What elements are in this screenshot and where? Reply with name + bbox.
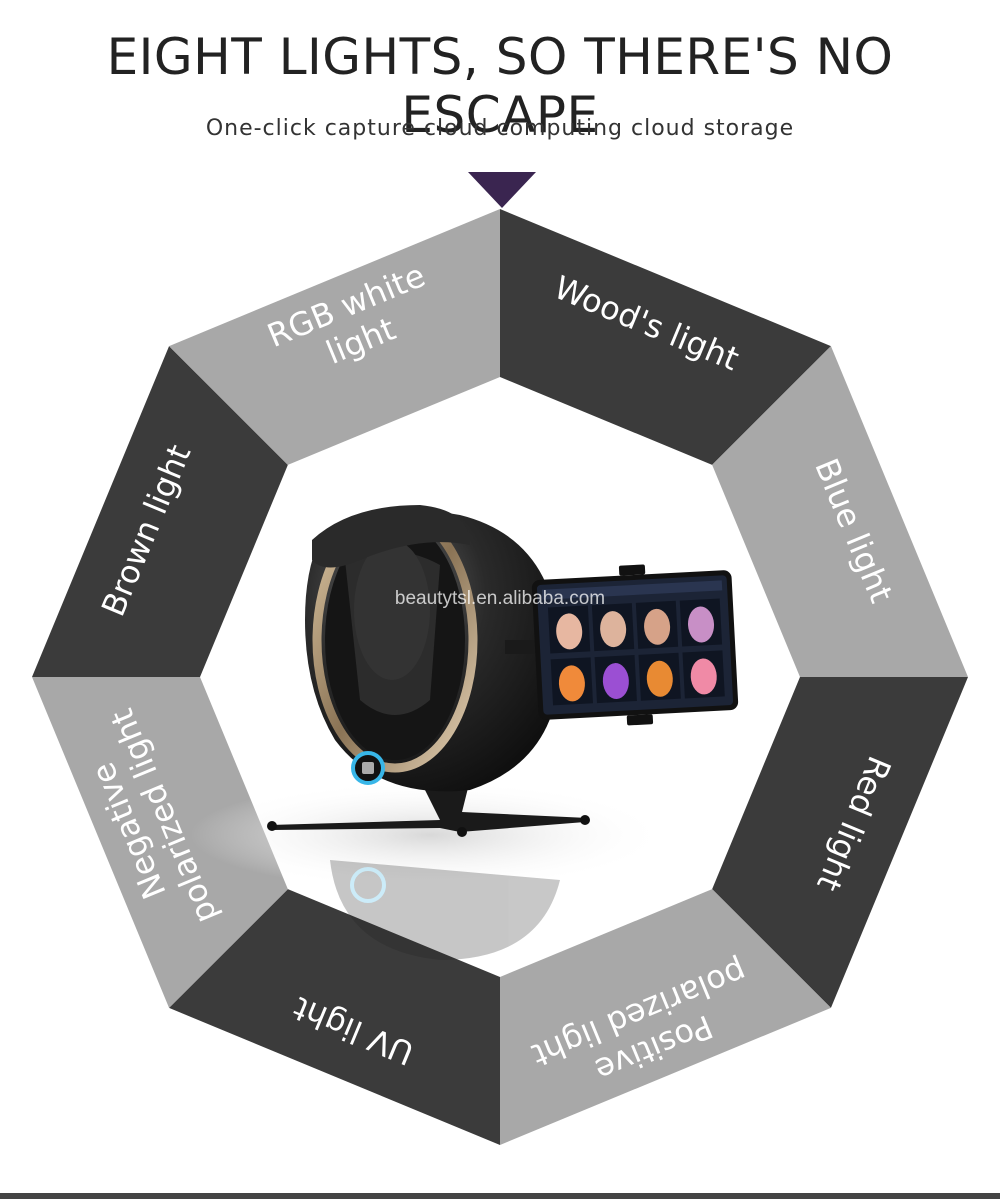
segment-uv-light xyxy=(169,889,500,1145)
face-image xyxy=(644,608,671,645)
page-subtitle: One-click capture cloud computing cloud … xyxy=(205,116,795,141)
face-image xyxy=(556,613,583,650)
face-image xyxy=(646,660,673,697)
face-image xyxy=(600,611,627,648)
segment-red-light xyxy=(712,677,968,1008)
face-image xyxy=(690,658,717,695)
tablet-face-grid xyxy=(547,598,725,706)
segment-blue-light xyxy=(712,346,968,677)
page-title: EIGHT LIGHTS, SO THERE'S NO ESCAPE xyxy=(106,28,894,144)
down-arrow-icon xyxy=(468,172,536,208)
face-image xyxy=(558,665,585,702)
segment-negative-polarized-light xyxy=(32,677,288,1008)
face-image xyxy=(688,606,715,643)
face-image xyxy=(602,663,629,700)
watermark-text: beautytsl.en.alibaba.com xyxy=(395,588,605,609)
bottom-border xyxy=(0,1193,1000,1199)
segment-brown-light xyxy=(32,346,288,677)
segment-woods-light xyxy=(500,209,831,465)
segment-rgb-white-light xyxy=(169,209,500,465)
skin-analyzer-device: beautytsl.en.alibaba.com xyxy=(190,505,739,960)
segment-positive-polarized-light xyxy=(500,889,831,1145)
